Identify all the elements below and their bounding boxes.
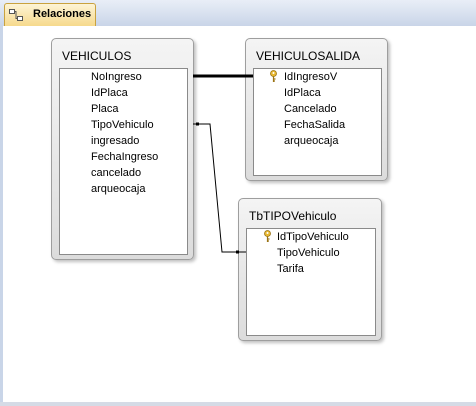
canvas-bottom-border (0, 402, 476, 406)
field-idingresov[interactable]: IdIngresoV (284, 71, 338, 83)
field-fechasalida[interactable]: FechaSalida (284, 119, 346, 131)
field-fechaingreso[interactable]: FechaIngreso (91, 151, 159, 163)
field-list: NoIngreso IdPlaca Placa TipoVehiculo ing… (59, 68, 188, 255)
field-placa[interactable]: Placa (91, 103, 119, 115)
field-tipovehiculo[interactable]: TipoVehiculo (277, 247, 340, 259)
primary-key-icon (270, 70, 277, 82)
table-title: VEHICULOSALIDA (256, 49, 361, 63)
document-tab-strip: Relaciones (0, 0, 476, 27)
field-noingreso[interactable]: NoIngreso (91, 71, 142, 83)
field-idplaca[interactable]: IdPlaca (284, 87, 321, 99)
tab-label: Relaciones (33, 8, 92, 20)
field-tarifa[interactable]: Tarifa (277, 263, 304, 275)
field-arqueocaja[interactable]: arqueocaja (284, 135, 339, 147)
table-title: VEHICULOS (62, 49, 132, 63)
table-vehiculosalida[interactable]: VEHICULOSALIDA IdIngresoV IdPlaca Cancel… (245, 38, 388, 181)
field-list: IdIngresoV IdPlaca Cancelado FechaSalida… (253, 68, 382, 176)
field-cancelado[interactable]: cancelado (91, 167, 142, 179)
primary-key-icon (264, 230, 271, 242)
field-arqueocaja[interactable]: arqueocaja (91, 183, 146, 195)
field-list: IdTipoVehiculo TipoVehiculo Tarifa (246, 228, 376, 336)
field-cancelado[interactable]: Cancelado (284, 103, 337, 115)
table-vehiculos[interactable]: VEHICULOS NoIngreso IdPlaca Placa TipoVe… (51, 38, 194, 260)
table-tbtipovehiculo[interactable]: TbTIPOVehiculo IdTipoVehiculo TipoVehicu… (238, 198, 382, 341)
field-ingresado[interactable]: ingresado (91, 135, 140, 147)
tab-relaciones[interactable]: Relaciones (4, 3, 96, 26)
relationships-icon (9, 9, 23, 21)
field-idtipovehiculo[interactable]: IdTipoVehiculo (277, 231, 349, 243)
field-idplaca[interactable]: IdPlaca (91, 87, 128, 99)
field-tipovehiculo[interactable]: TipoVehiculo (91, 119, 154, 131)
table-title: TbTIPOVehiculo (249, 209, 337, 223)
